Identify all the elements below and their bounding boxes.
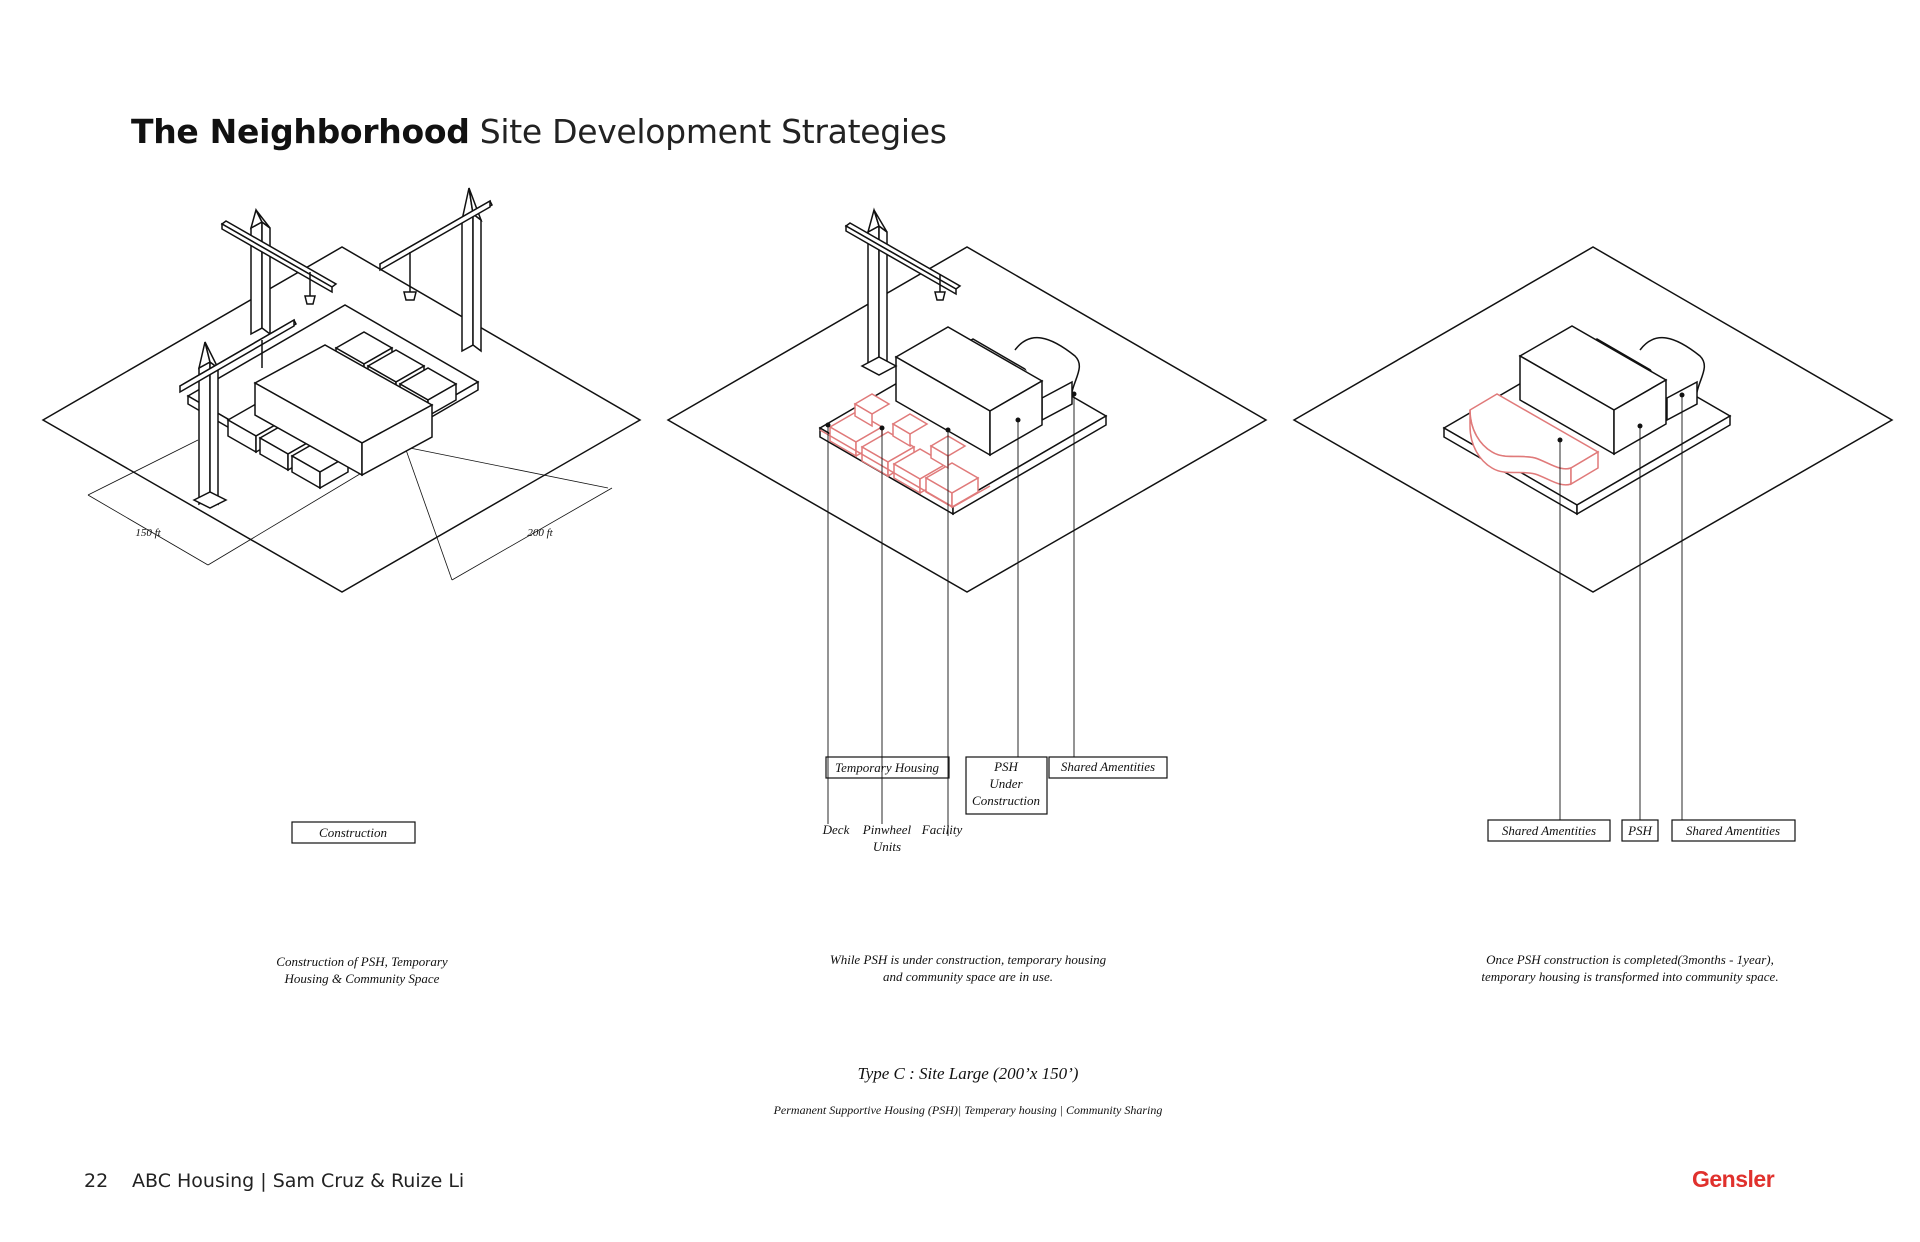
label-box-shared-amenities-right — [1671, 819, 1796, 842]
caption-line: temporary housing is transformed into co… — [1481, 969, 1779, 984]
label-under: Under — [989, 776, 1023, 791]
type-label: Type C : Site Large (200’x 150’) — [858, 1064, 1079, 1083]
leader-dots — [825, 391, 1077, 433]
label-psh: PSH — [993, 759, 1018, 774]
leader-lines — [1559, 395, 1683, 820]
crane — [179, 318, 297, 509]
label-box-psh-under-construction — [965, 756, 1048, 815]
site-plane — [1292, 246, 1894, 593]
title-bold: The Neighborhood — [131, 112, 470, 151]
community-space — [1469, 393, 1600, 486]
label-shared-amenities-right: Shared Amentities — [1686, 823, 1780, 838]
modules — [226, 331, 458, 490]
label-box-temporary-housing — [825, 756, 950, 779]
page-title: The Neighborhood Site Development Strate… — [131, 112, 947, 151]
subtitle: Permanent Supportive Housing (PSH)| Temp… — [773, 1103, 1163, 1117]
caption-line: While PSH is under construction, tempora… — [829, 952, 1107, 967]
temporary-housing-units — [819, 393, 991, 509]
label-shared-amenities: Shared Amentities — [1061, 759, 1155, 774]
crane — [220, 207, 338, 336]
sublabel-deck: Deck — [822, 822, 850, 837]
sublabel-units: Units — [873, 839, 901, 854]
crane — [844, 207, 962, 376]
panel-temporary — [666, 207, 1268, 836]
caption-line: and community space are in use. — [883, 969, 1053, 984]
crane — [379, 187, 493, 353]
gensler-logo: Gensler — [1692, 1166, 1775, 1192]
footer-project: ABC Housing | Sam Cruz & Ruize Li — [132, 1170, 465, 1192]
caption-line: Construction of PSH, Temporary — [276, 954, 448, 969]
dimension-label-200: 200 ft — [527, 527, 553, 539]
caption-panel-2: While PSH is under construction, tempora… — [768, 951, 1168, 985]
caption-panel-3: Once PSH construction is completed(3mont… — [1420, 951, 1840, 985]
caption-panel-1: Construction of PSH, Temporary Housing &… — [212, 953, 512, 987]
page-number: 22 — [84, 1170, 109, 1192]
label-box-shared-amenities — [1048, 756, 1168, 779]
label-box-psh — [1621, 819, 1659, 842]
leader-dots — [1557, 392, 1685, 443]
panel-completed — [1292, 246, 1894, 842]
label-box-shared-amenities-left — [1487, 819, 1611, 842]
site-plane — [41, 246, 642, 593]
title-rest: Site Development Strategies — [479, 112, 947, 151]
label-shared-amenities-left: Shared Amentities — [1502, 823, 1596, 838]
label-psh-3: PSH — [1627, 823, 1652, 838]
sublabel-pinwheel: Pinwheel — [862, 822, 912, 837]
dimension-label-150: 150 ft — [135, 527, 161, 539]
caption-line: Once PSH construction is completed(3mont… — [1486, 952, 1774, 967]
panel-construction — [41, 187, 642, 593]
label-box-construction — [291, 821, 416, 844]
sublabel-facility: Facility — [921, 822, 963, 837]
caption-line: Housing & Community Space — [284, 971, 440, 986]
label-construction: Construction — [319, 825, 387, 840]
label-construction-2: Construction — [972, 793, 1040, 808]
label-temporary-housing: Temporary Housing — [835, 760, 939, 775]
